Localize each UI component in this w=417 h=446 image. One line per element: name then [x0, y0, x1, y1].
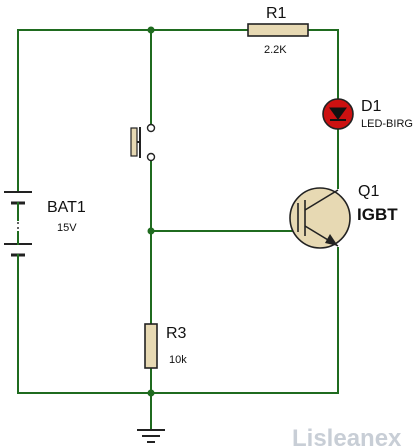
switch-contact-bottom — [146, 152, 156, 162]
resistor-r1: R1 2.2K — [247, 5, 309, 56]
d1-label: D1 — [361, 98, 382, 115]
led-d1-triangle — [329, 107, 347, 120]
resistor-r1-body — [247, 23, 309, 37]
junction-dot-bottom — [147, 389, 155, 397]
igbt-q1: Q1 IGBT — [289, 183, 398, 249]
igbt-q1-body — [289, 187, 351, 249]
junction-dot-gate — [147, 227, 155, 235]
resistor-r3-body — [144, 323, 158, 369]
switch-actuator — [130, 127, 138, 157]
resistor-r3: R3 10k — [144, 323, 187, 369]
wires — [17, 29, 339, 431]
d1-value: LED-BIRG — [361, 118, 413, 130]
switch-contact-top — [146, 123, 156, 133]
bat1-label: BAT1 — [47, 199, 86, 216]
watermark-text: Lisleanex — [292, 425, 402, 446]
battery-bat1: BAT1 15V — [4, 191, 86, 263]
r3-value: 10k — [169, 354, 187, 366]
ground-symbol — [137, 429, 165, 443]
led-d1: D1 LED-BIRG — [322, 98, 413, 130]
q1-label: Q1 — [358, 183, 379, 200]
r3-label: R3 — [166, 325, 187, 342]
r1-value: 2.2K — [264, 44, 287, 56]
push-button-switch — [130, 123, 156, 162]
igbt-emitter-arrow — [325, 234, 338, 246]
junction-dot-top — [147, 26, 155, 34]
igbt-collector-leg — [304, 189, 339, 211]
r1-label: R1 — [266, 5, 287, 22]
q1-value: IGBT — [357, 205, 398, 224]
bat1-value: 15V — [57, 222, 77, 234]
